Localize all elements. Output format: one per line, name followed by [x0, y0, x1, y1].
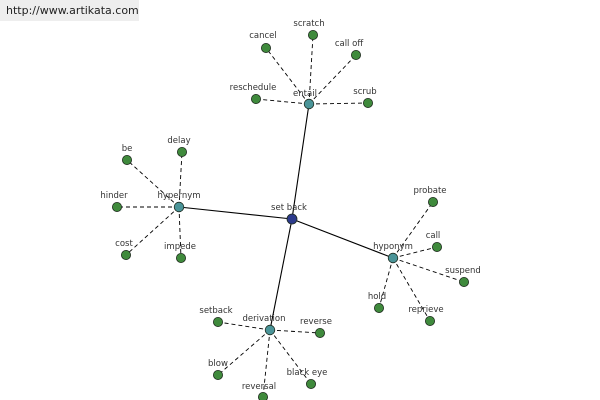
- leaf-node-setback[interactable]: [212, 316, 223, 327]
- leaf-label-call[interactable]: call: [426, 231, 441, 241]
- leaf-node-hinder[interactable]: [112, 201, 123, 212]
- edge-entail-to-scratch: [308, 34, 314, 105]
- leaf-node-impede[interactable]: [175, 252, 186, 263]
- leaf-label-be[interactable]: be: [122, 144, 133, 154]
- leaf-node-reversal[interactable]: [258, 392, 268, 400]
- leaf-node-call[interactable]: [431, 241, 442, 252]
- leaf-node-be[interactable]: [122, 154, 133, 165]
- leaf-label-hold[interactable]: hold: [368, 292, 386, 302]
- leaf-label-reverse[interactable]: reverse: [300, 317, 332, 327]
- graph-edges: [117, 34, 465, 398]
- category-node-hypernym[interactable]: [173, 201, 185, 213]
- leaf-node-delay[interactable]: [176, 146, 187, 157]
- edge-center-to-hyponym: [291, 218, 394, 259]
- edge-entail-to-scrub: [308, 102, 369, 105]
- center-label[interactable]: set back: [271, 203, 307, 213]
- edge-entail-to-call-off: [308, 54, 357, 105]
- category-node-derivation[interactable]: [264, 324, 276, 336]
- leaf-node-cost[interactable]: [121, 249, 132, 260]
- leaf-label-impede[interactable]: impede: [164, 242, 196, 252]
- leaf-node-hold[interactable]: [373, 302, 384, 313]
- edge-hyponym-to-suspend: [392, 257, 465, 283]
- leaf-label-black-eye[interactable]: black eye: [287, 368, 328, 378]
- edge-center-to-hypernym: [178, 206, 293, 220]
- category-label-derivation[interactable]: derivation: [242, 314, 285, 324]
- edge-hyponym-to-call: [392, 246, 438, 259]
- leaf-node-suspend[interactable]: [458, 276, 469, 287]
- edge-entail-to-reschedule: [255, 98, 310, 105]
- leaf-node-reverse[interactable]: [314, 327, 325, 338]
- leaf-node-scratch[interactable]: [307, 29, 318, 40]
- edge-derivation-to-black-eye: [269, 329, 312, 385]
- edge-derivation-to-blow: [217, 329, 271, 376]
- edge-entail-to-cancel: [265, 47, 310, 105]
- category-label-hypernym[interactable]: hypernym: [157, 191, 200, 201]
- edge-center-to-entail: [291, 103, 310, 220]
- leaf-label-reversal[interactable]: reversal: [242, 382, 276, 392]
- leaf-node-black-eye[interactable]: [305, 378, 316, 389]
- category-node-hyponym[interactable]: [387, 252, 399, 264]
- leaf-label-cost[interactable]: cost: [115, 239, 133, 249]
- edge-hypernym-to-be: [126, 159, 180, 208]
- leaf-label-blow[interactable]: blow: [208, 359, 228, 369]
- leaf-node-probate[interactable]: [427, 196, 438, 207]
- leaf-node-reprieve[interactable]: [424, 315, 435, 326]
- site-watermark[interactable]: http://www.artikata.com: [0, 0, 139, 21]
- leaf-label-scratch[interactable]: scratch: [293, 19, 324, 29]
- leaf-label-delay[interactable]: delay: [167, 136, 190, 146]
- leaf-label-reprieve[interactable]: reprieve: [408, 305, 443, 315]
- category-label-entail[interactable]: entail: [293, 89, 317, 99]
- edge-hyponym-to-probate: [392, 201, 434, 259]
- edge-hypernym-to-delay: [178, 151, 183, 208]
- leaf-label-cancel[interactable]: cancel: [249, 31, 277, 41]
- leaf-label-hinder[interactable]: hinder: [100, 191, 128, 201]
- edge-hypernym-to-impede: [178, 206, 182, 259]
- leaf-label-call-off[interactable]: call off: [335, 39, 365, 49]
- leaf-node-reschedule[interactable]: [250, 94, 261, 105]
- category-label-hyponym[interactable]: hyponym: [373, 242, 413, 252]
- edge-hyponym-to-hold: [378, 257, 394, 309]
- leaf-label-probate[interactable]: probate: [413, 186, 446, 196]
- edge-derivation-to-reversal: [262, 329, 271, 398]
- leaf-node-call-off[interactable]: [350, 50, 361, 61]
- leaf-node-scrub[interactable]: [362, 98, 373, 109]
- category-node-entail[interactable]: [303, 98, 315, 110]
- leaf-label-setback[interactable]: setback: [199, 306, 232, 316]
- edge-hyponym-to-reprieve: [392, 257, 431, 322]
- edge-derivation-to-reverse: [269, 329, 321, 334]
- edge-center-to-derivation: [269, 218, 293, 331]
- edge-hypernym-to-cost: [125, 206, 180, 256]
- leaf-node-blow[interactable]: [212, 369, 223, 380]
- graph-labels: set back entail cancel scratch call off resch…: [100, 19, 480, 392]
- graph-nodes: [112, 29, 469, 400]
- center-node-set-back[interactable]: [286, 213, 298, 225]
- leaf-label-reschedule[interactable]: reschedule: [230, 83, 277, 93]
- leaf-label-scrub[interactable]: scrub: [353, 87, 376, 97]
- leaf-label-suspend[interactable]: suspend: [445, 266, 481, 276]
- leaf-node-cancel[interactable]: [260, 43, 271, 54]
- edge-derivation-to-setback: [217, 321, 271, 331]
